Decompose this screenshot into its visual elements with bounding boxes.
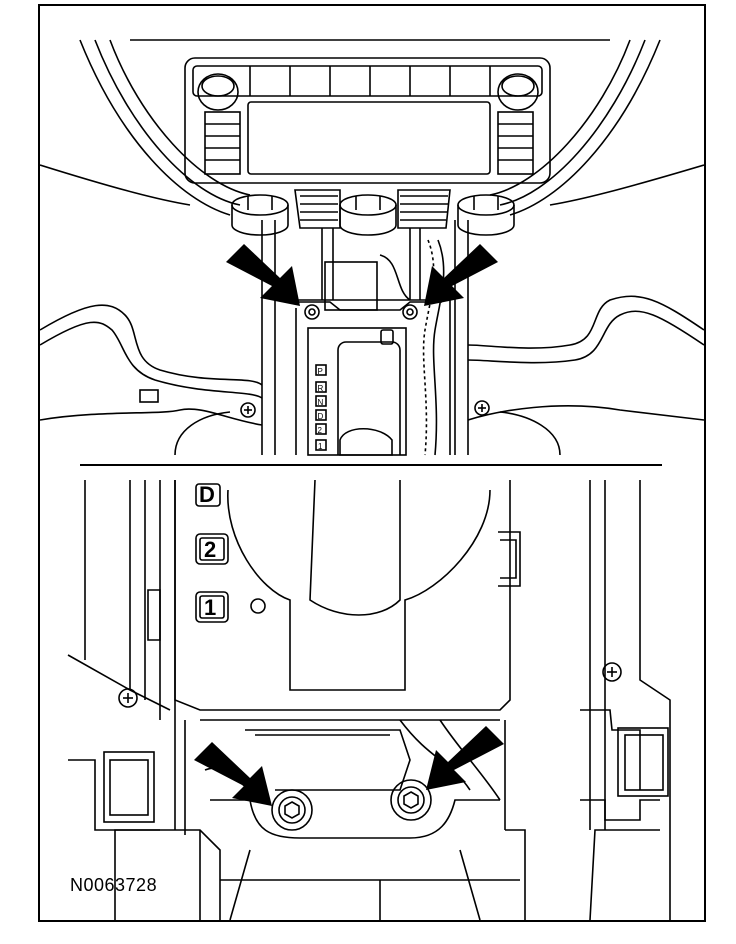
top-view-dashboard: [40, 39, 704, 456]
top-arrow-right: [424, 244, 498, 306]
shifter-bezel: [174, 479, 521, 711]
bottom-arrow-right: [426, 726, 504, 790]
top-gear-label: R: [318, 384, 324, 393]
top-gear-label: 1: [318, 442, 323, 451]
lower-bolt-right: [390, 779, 432, 821]
top-gear-labels: P R N D 2 1: [318, 367, 324, 451]
shifter-gate-top: [307, 327, 407, 456]
top-gear-label: 2: [318, 426, 323, 435]
bottom-arrow-left: [194, 742, 272, 806]
gear-label-2: 2: [204, 537, 216, 562]
radio-head-unit: [184, 57, 551, 184]
top-arrow-left: [226, 244, 300, 306]
gear-label-d: D: [199, 482, 215, 507]
top-gear-label: D: [318, 412, 324, 421]
lower-bolt-left: [271, 789, 313, 831]
bottom-view-console: [67, 479, 671, 920]
gear-label-1: 1: [204, 595, 216, 620]
figure-id: N0063728: [70, 875, 158, 895]
climate-control-knobs: [231, 189, 515, 236]
top-gear-label: P: [318, 367, 323, 376]
bottom-gear-labels: D 2 1: [199, 482, 216, 620]
top-gear-label: N: [318, 398, 324, 407]
